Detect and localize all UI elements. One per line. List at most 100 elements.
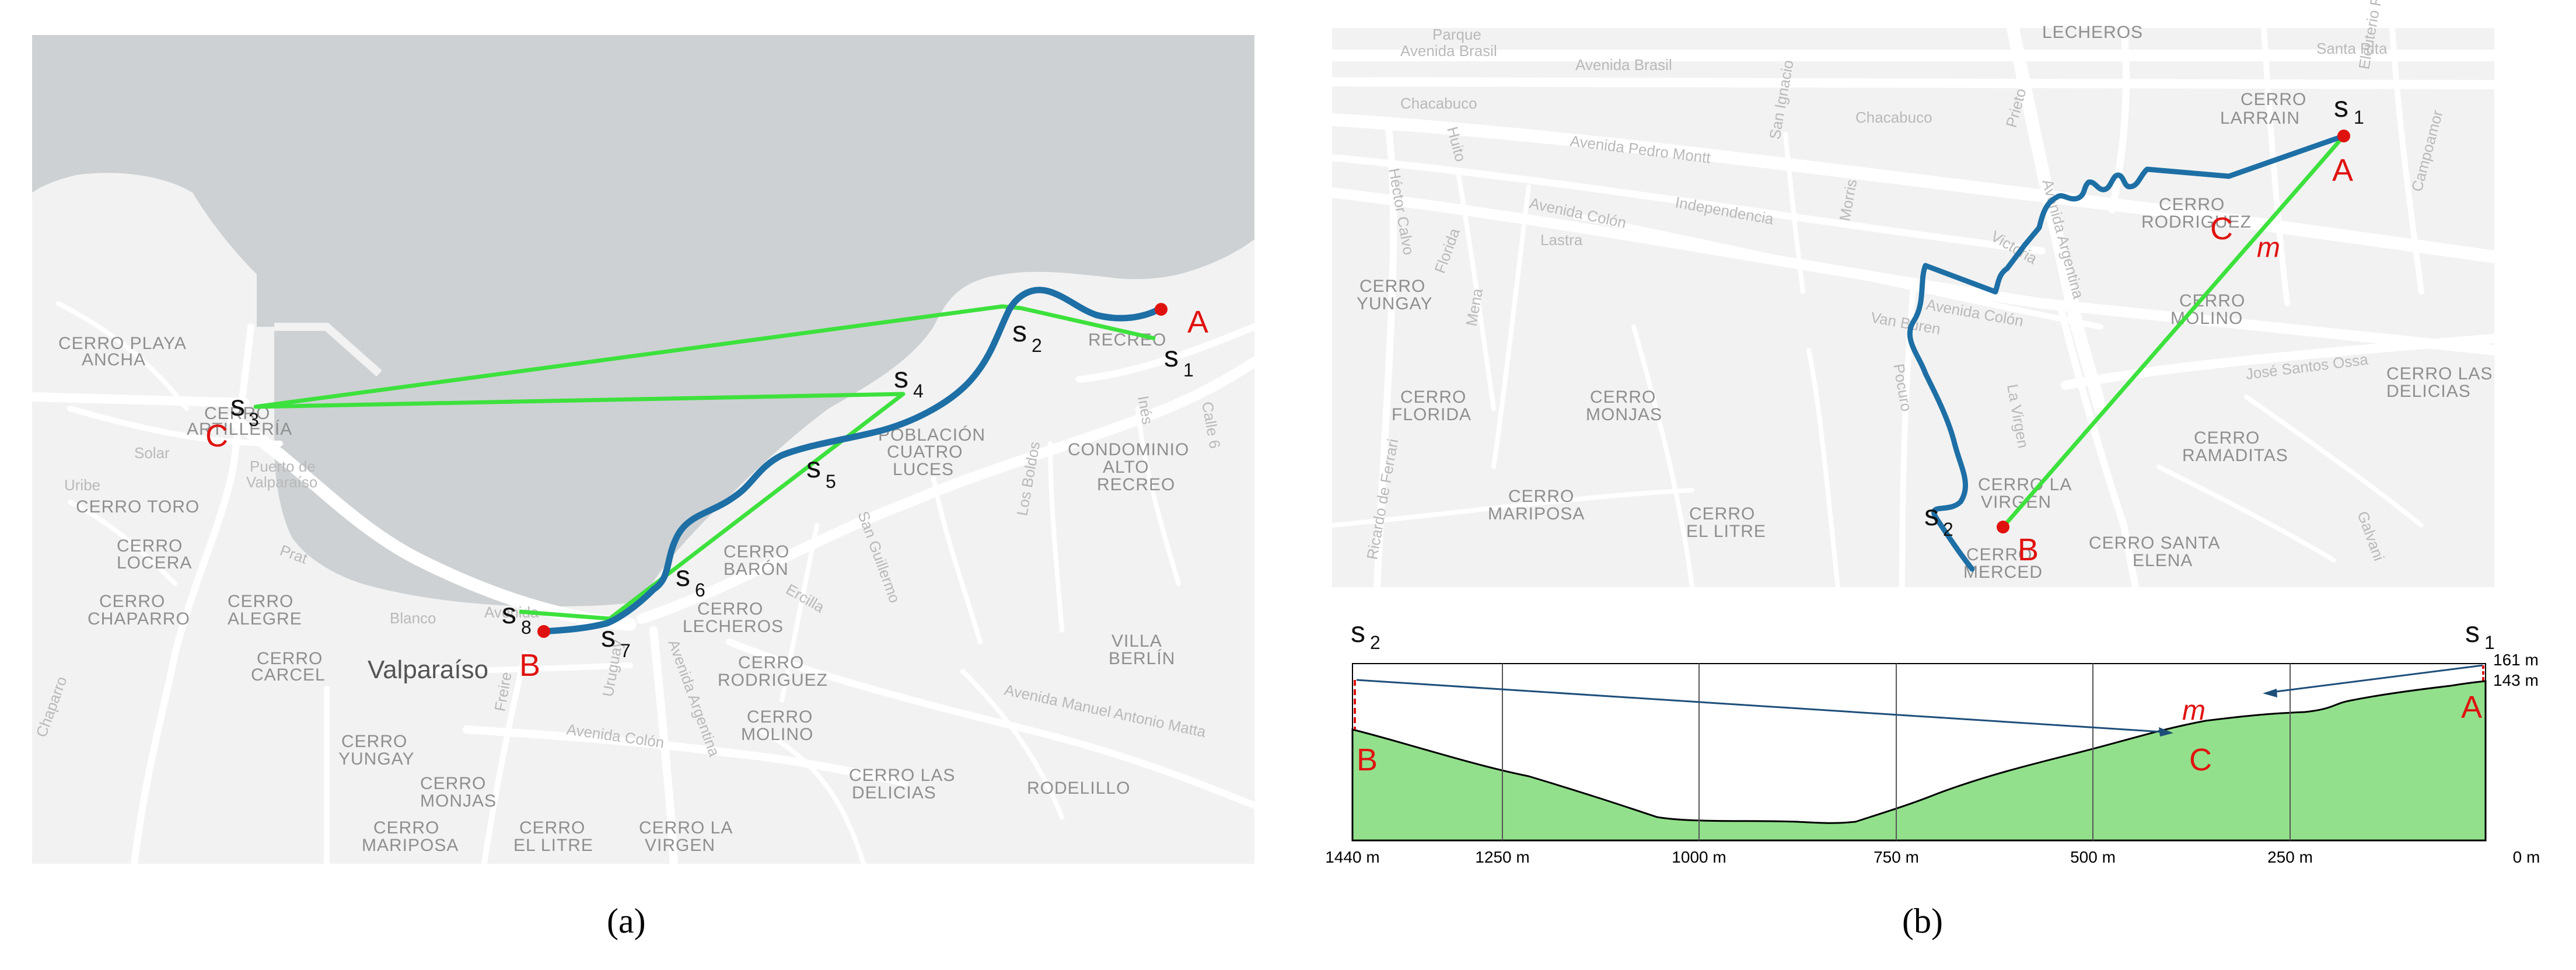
svg-text:FLORIDA: FLORIDA xyxy=(1392,405,1471,424)
svg-text:1: 1 xyxy=(2484,632,2495,653)
label-m-b: m xyxy=(2257,232,2280,263)
profile-label-s1: s xyxy=(2465,616,2480,648)
sight-arrow-head-2 xyxy=(2263,689,2277,697)
svg-text:ALEGRE: ALEGRE xyxy=(228,609,302,629)
profile-label-b: B xyxy=(1357,742,1378,777)
svg-text:CERRO: CERRO xyxy=(697,599,763,619)
svg-text:RECREO: RECREO xyxy=(1097,475,1175,494)
label-c: C xyxy=(205,418,228,453)
green-straight-line-b xyxy=(2001,134,2346,529)
profile-label-a: A xyxy=(2461,690,2482,725)
svg-text:EL LITRE: EL LITRE xyxy=(513,836,593,855)
svg-text:CERRO: CERRO xyxy=(2194,428,2260,448)
svg-text:Chacabuco: Chacabuco xyxy=(1855,109,1932,126)
svg-text:CERRO: CERRO xyxy=(1689,504,1755,524)
svg-text:Santa Rita: Santa Rita xyxy=(2316,40,2388,57)
svg-text:MERCED: MERCED xyxy=(1963,563,2043,582)
svg-text:4: 4 xyxy=(913,381,924,402)
svg-text:VIRGEN: VIRGEN xyxy=(1981,493,2051,512)
svg-text:3: 3 xyxy=(249,409,259,430)
svg-text:MARIPOSA: MARIPOSA xyxy=(1488,504,1585,524)
svg-text:Lastra: Lastra xyxy=(1540,231,1583,249)
label-s3: s xyxy=(230,389,245,422)
svg-text:LOCERA: LOCERA xyxy=(117,553,192,573)
svg-text:YUNGAY: YUNGAY xyxy=(1357,294,1432,313)
svg-text:RAMADITAS: RAMADITAS xyxy=(2182,446,2288,465)
label-a-b: A xyxy=(2332,153,2353,188)
svg-text:CONDOMINIO: CONDOMINIO xyxy=(1068,440,1189,459)
profile-label-c: C xyxy=(2189,742,2212,777)
svg-text:DELICIAS: DELICIAS xyxy=(2386,382,2471,401)
svg-text:8: 8 xyxy=(521,617,532,638)
caption-a: (a) xyxy=(607,902,646,940)
svg-text:CERRO: CERRO xyxy=(2179,291,2245,310)
svg-text:ELENA: ELENA xyxy=(2133,551,2193,570)
profile-gridlines xyxy=(1502,664,2291,840)
svg-text:CERRO SANTA: CERRO SANTA xyxy=(2089,533,2220,553)
district-labels-b: LECHEROS CERRO LARRAIN CERRO RODRIGUEZ C… xyxy=(1357,23,2493,582)
svg-text:CERRO TORO: CERRO TORO xyxy=(76,497,200,517)
elev-label-bottom: 143 m xyxy=(2493,671,2539,689)
svg-text:LARRAIN: LARRAIN xyxy=(2220,109,2300,128)
svg-text:CERRO: CERRO xyxy=(420,774,486,793)
label-s4: s xyxy=(894,361,908,394)
point-a-marker xyxy=(1155,303,1168,316)
svg-text:ALTO: ALTO xyxy=(1103,458,1149,477)
svg-text:Puerto de: Puerto de xyxy=(250,458,316,475)
svg-text:2: 2 xyxy=(1032,335,1042,356)
svg-text:MONJAS: MONJAS xyxy=(1586,405,1662,424)
label-b: B xyxy=(519,648,540,683)
svg-text:2: 2 xyxy=(1370,632,1380,653)
svg-text:RODRIGUEZ: RODRIGUEZ xyxy=(718,671,828,690)
svg-text:CERRO LAS: CERRO LAS xyxy=(2386,364,2493,383)
svg-text:CERRO LA: CERRO LA xyxy=(639,818,733,838)
svg-text:CERRO: CERRO xyxy=(341,732,407,751)
svg-text:CERRO: CERRO xyxy=(257,649,323,668)
map-b-base xyxy=(1332,28,2494,587)
elev-label-top: 161 m xyxy=(2493,651,2539,669)
svg-text:500 m: 500 m xyxy=(2070,848,2116,866)
svg-text:CERRO: CERRO xyxy=(738,653,804,672)
svg-text:CERRO: CERRO xyxy=(1359,277,1425,296)
svg-text:CUATRO: CUATRO xyxy=(887,442,963,462)
svg-text:CERRO: CERRO xyxy=(2159,195,2225,214)
route-a xyxy=(539,287,1165,635)
point-b-marker xyxy=(537,625,550,638)
svg-text:CERRO LAS: CERRO LAS xyxy=(849,766,955,785)
label-s1: s xyxy=(1164,340,1179,373)
svg-text:Avenida Brasil: Avenida Brasil xyxy=(1575,56,1672,74)
svg-text:CERRO: CERRO xyxy=(723,542,789,561)
label-c-b: C xyxy=(2210,211,2233,246)
point-labels-b: s 1 A C m s 2 B xyxy=(1924,90,2364,567)
svg-text:LECHEROS: LECHEROS xyxy=(683,617,784,636)
elevation-area xyxy=(1351,680,2487,842)
svg-text:1: 1 xyxy=(2354,107,2364,128)
svg-text:BARÓN: BARÓN xyxy=(723,560,789,579)
svg-text:MONJAS: MONJAS xyxy=(420,791,497,811)
svg-text:CERRO: CERRO xyxy=(1590,388,1656,407)
svg-text:BERLÍN: BERLÍN xyxy=(1109,649,1175,668)
bay-water xyxy=(32,35,1254,607)
caption-b: (b) xyxy=(1902,902,1943,940)
sight-line-b-to-a xyxy=(1356,679,2171,734)
svg-text:Parque: Parque xyxy=(1432,26,1481,43)
point-b-marker-b xyxy=(1997,521,2009,533)
svg-text:0 m: 0 m xyxy=(2513,848,2540,866)
svg-text:RODRIGUEZ: RODRIGUEZ xyxy=(2141,212,2252,232)
label-s8: s xyxy=(502,597,516,630)
svg-text:750 m: 750 m xyxy=(1874,848,1919,866)
svg-text:5: 5 xyxy=(826,471,836,492)
svg-text:MOLINO: MOLINO xyxy=(741,725,813,744)
svg-text:VILLA: VILLA xyxy=(1112,631,1162,651)
svg-text:CERRO: CERRO xyxy=(519,818,585,838)
label-s5: s xyxy=(806,451,821,484)
route-b xyxy=(1907,133,2347,572)
svg-text:ANCHA: ANCHA xyxy=(82,350,146,369)
svg-text:CERRO: CERRO xyxy=(117,536,183,556)
label-s1-b: s xyxy=(2334,90,2348,123)
svg-text:CHAPARRO: CHAPARRO xyxy=(88,609,190,629)
svg-text:MARIPOSA: MARIPOSA xyxy=(362,836,459,855)
svg-text:EL LITRE: EL LITRE xyxy=(1686,522,1766,541)
svg-text:DELICIAS: DELICIAS xyxy=(852,783,936,802)
